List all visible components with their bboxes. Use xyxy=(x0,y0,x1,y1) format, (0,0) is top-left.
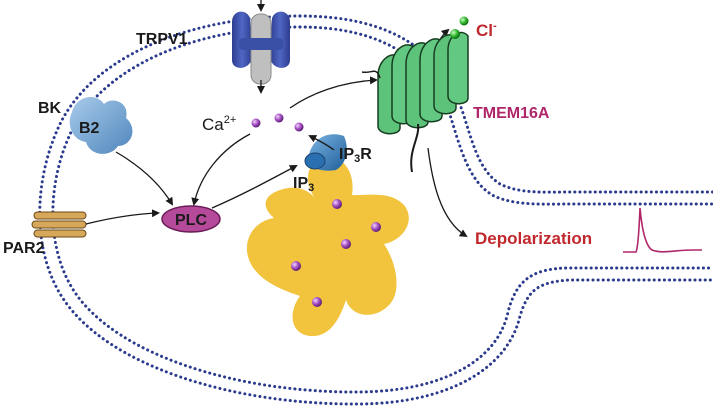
ca-label: Ca2+ xyxy=(202,114,236,134)
cl-ion xyxy=(459,16,469,26)
cl-label: Cl- xyxy=(476,20,497,40)
er-calcium-ions xyxy=(291,199,381,307)
plc-to-ip3-arrow xyxy=(211,165,298,209)
trpv1-channel xyxy=(232,11,290,85)
ca-ion xyxy=(291,261,301,271)
ip3r-receptor xyxy=(304,134,347,171)
b2-label: B2 xyxy=(79,120,100,137)
depolarization-label: Depolarization xyxy=(475,229,592,248)
membrane-outer xyxy=(38,14,713,406)
action-potential-trace xyxy=(623,207,702,253)
par2-receptor xyxy=(31,211,87,238)
bk-label: BK xyxy=(38,100,62,117)
chloride-ions xyxy=(450,16,469,39)
tmem16a-to-depol-arrow xyxy=(427,147,468,238)
trpv1-label: TRPV1 xyxy=(136,31,188,48)
ca-ion xyxy=(251,118,261,128)
cell-membrane xyxy=(38,14,713,406)
ca-ion xyxy=(294,122,304,132)
tmem16a-channel xyxy=(361,31,469,173)
ca-ion xyxy=(312,297,322,307)
ca-ion xyxy=(274,113,284,123)
endoplasmic-reticulum xyxy=(246,157,409,337)
membrane-inner xyxy=(51,25,713,394)
b2-to-plc-arrow xyxy=(115,151,174,206)
membrane-outer-top xyxy=(298,14,713,194)
membrane-inner-top xyxy=(298,25,713,206)
ip3r-label: IP3R xyxy=(339,146,372,165)
ca-to-tmem16a-arrow xyxy=(289,76,378,109)
ca-ion xyxy=(332,199,342,209)
plc-enzyme xyxy=(161,205,221,233)
ca-ion xyxy=(341,239,351,249)
ip3r-release-arrow xyxy=(308,135,335,151)
ip3-label: IP3 xyxy=(293,175,314,194)
cytosolic-calcium-ions xyxy=(251,113,304,132)
tmem16a-label: TMEM16A xyxy=(473,105,550,122)
ip3-ligand xyxy=(304,152,326,170)
par2-to-plc-arrow xyxy=(85,209,160,225)
b2-receptor xyxy=(69,97,133,154)
plc-label: PLC xyxy=(175,212,207,229)
par2-label: PAR2 xyxy=(3,240,45,257)
ca-ion xyxy=(371,222,381,232)
cl-ion xyxy=(450,29,460,39)
ca-to-plc-arrow xyxy=(191,133,251,206)
